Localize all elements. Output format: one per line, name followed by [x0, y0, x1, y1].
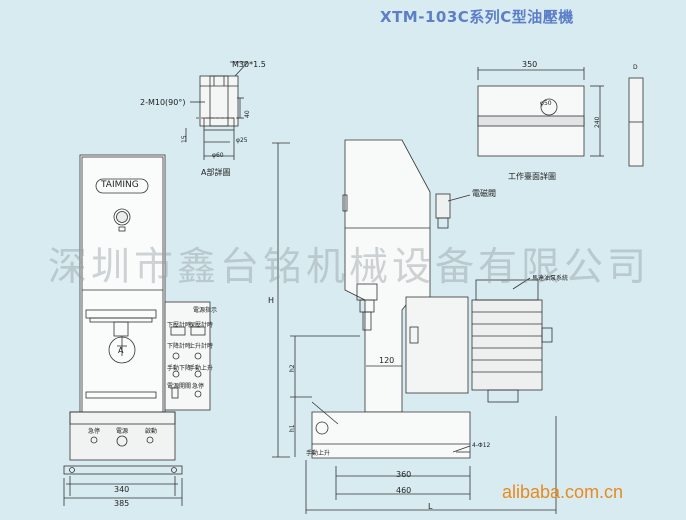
panel-label-power-switch: 電源開關 [167, 383, 192, 390]
table-caption: 工作臺面詳圖 [508, 172, 556, 181]
solenoid-label: 電磁閥 [472, 189, 496, 198]
panel-label-estop: 急停 [192, 383, 205, 390]
panel-label-hold-time: 保壓計時 [189, 322, 214, 329]
dim-385: 385 [114, 499, 130, 508]
mount-holes-label: 4-Φ12 [472, 442, 491, 449]
panel-label-manual-down: 手動下降 [167, 365, 192, 372]
detail-a-holes-label: 2-M10(90°) [140, 98, 186, 107]
detail-a-dim-15: 15 [181, 135, 188, 143]
detail-a-drawing [185, 61, 249, 160]
table-dim-50: φ50 [540, 100, 552, 107]
table-dim-d: D [633, 64, 638, 71]
front-view-drawing [63, 154, 211, 506]
base-label-power: 電源 [116, 428, 129, 435]
watermark: 深圳市鑫台铭机械设备有限公司 [48, 245, 651, 290]
pump-label: 馬達油泵系統 [532, 275, 569, 282]
page-title: XTM-103C系列C型油壓機 [380, 8, 574, 26]
side-dim-h: H [268, 296, 275, 305]
table-view-drawing [477, 67, 644, 167]
detail-a-dim-25: φ25 [236, 137, 248, 144]
side-dim-460: 460 [396, 486, 412, 495]
nameplate-label: TAIMING [101, 180, 139, 190]
brand-watermark: alibaba.com.cn [502, 482, 624, 502]
detail-a-dim-60: φ60 [212, 152, 224, 159]
panel-label-down-time: 下降計時 [167, 343, 192, 350]
detail-a-dim-40: 40 [244, 110, 251, 118]
panel-label-power: 電源指示 [193, 307, 218, 314]
manual-raise-label: 手動上升 [306, 450, 331, 457]
side-dim-h1: h1 [289, 424, 296, 432]
base-label-start: 啟動 [145, 428, 158, 435]
detail-a-caption: A部詳圖 [201, 168, 231, 177]
dim-340: 340 [114, 485, 130, 494]
detail-a-thread-label: M30*1.5 [232, 60, 266, 69]
side-view-drawing [272, 139, 557, 514]
callout-a-label: A [118, 346, 124, 355]
table-dim-350: 350 [522, 60, 538, 69]
side-dim-120: 120 [379, 356, 395, 365]
table-dim-240: 240 [594, 116, 601, 128]
panel-label-up-time: 上升計時 [189, 343, 214, 350]
panel-label-manual-up: 手動上升 [189, 365, 214, 372]
base-label-estop: 急停 [88, 428, 101, 435]
side-dim-l: L [428, 502, 433, 511]
side-dim-360: 360 [396, 470, 412, 479]
side-dim-h2: h2 [289, 364, 296, 372]
panel-label-press-time: 下壓計時 [167, 322, 192, 329]
